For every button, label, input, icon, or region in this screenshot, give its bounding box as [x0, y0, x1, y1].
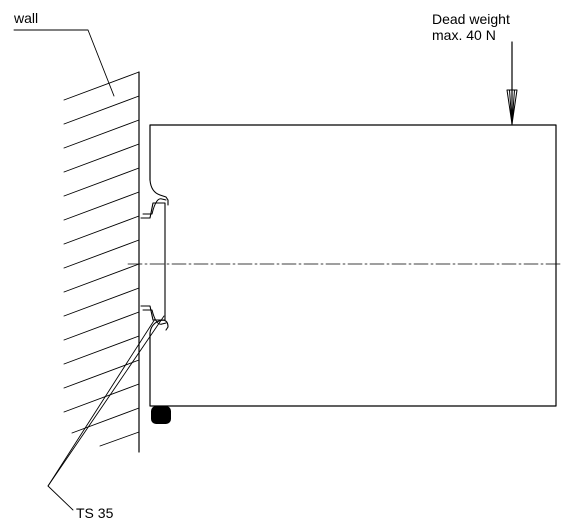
dead-weight-arrow-head — [506, 89, 518, 125]
wall-hatching — [63, 71, 140, 447]
wall-leader-line — [13, 29, 115, 97]
rail-leader-line-2 — [47, 315, 165, 487]
upper-clip — [149, 179, 169, 206]
din-rail-inner-profile — [142, 198, 167, 215]
dead-weight-max-label: max. 40 N — [432, 27, 496, 43]
din-rail-label: TS 35 — [76, 505, 114, 521]
wall-label: wall — [14, 10, 39, 26]
din-rail-lower-lip — [142, 309, 167, 325]
device-housing — [149, 124, 557, 407]
din-rail-profile — [140, 202, 166, 321]
dead-weight-label: Dead weight — [432, 11, 510, 27]
mounting-foot — [151, 406, 171, 424]
lower-clip — [149, 319, 169, 334]
